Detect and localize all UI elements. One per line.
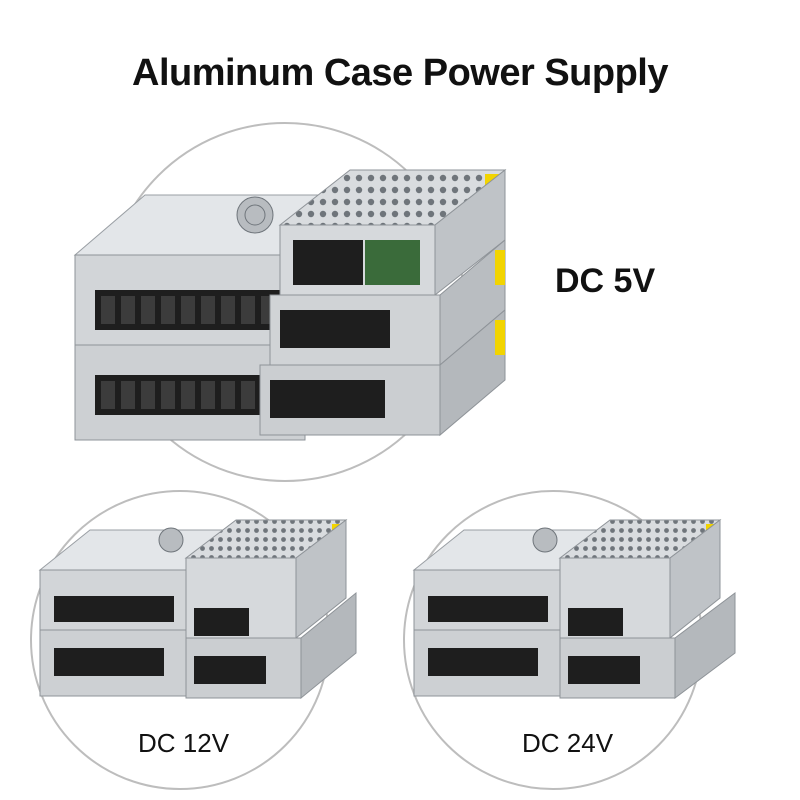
variant-label-dc-5v: DC 5V	[555, 262, 656, 300]
power-supply-stack-main-image	[73, 168, 507, 441]
variant-label-dc-12v: DC 12V	[138, 728, 230, 758]
variant-label-dc-24v: DC 24V	[522, 728, 614, 758]
power-supply-stack-12v-image	[38, 518, 357, 700]
power-supply-stack-24v-image	[412, 518, 736, 699]
page-title: Aluminum Case Power Supply	[132, 52, 669, 94]
